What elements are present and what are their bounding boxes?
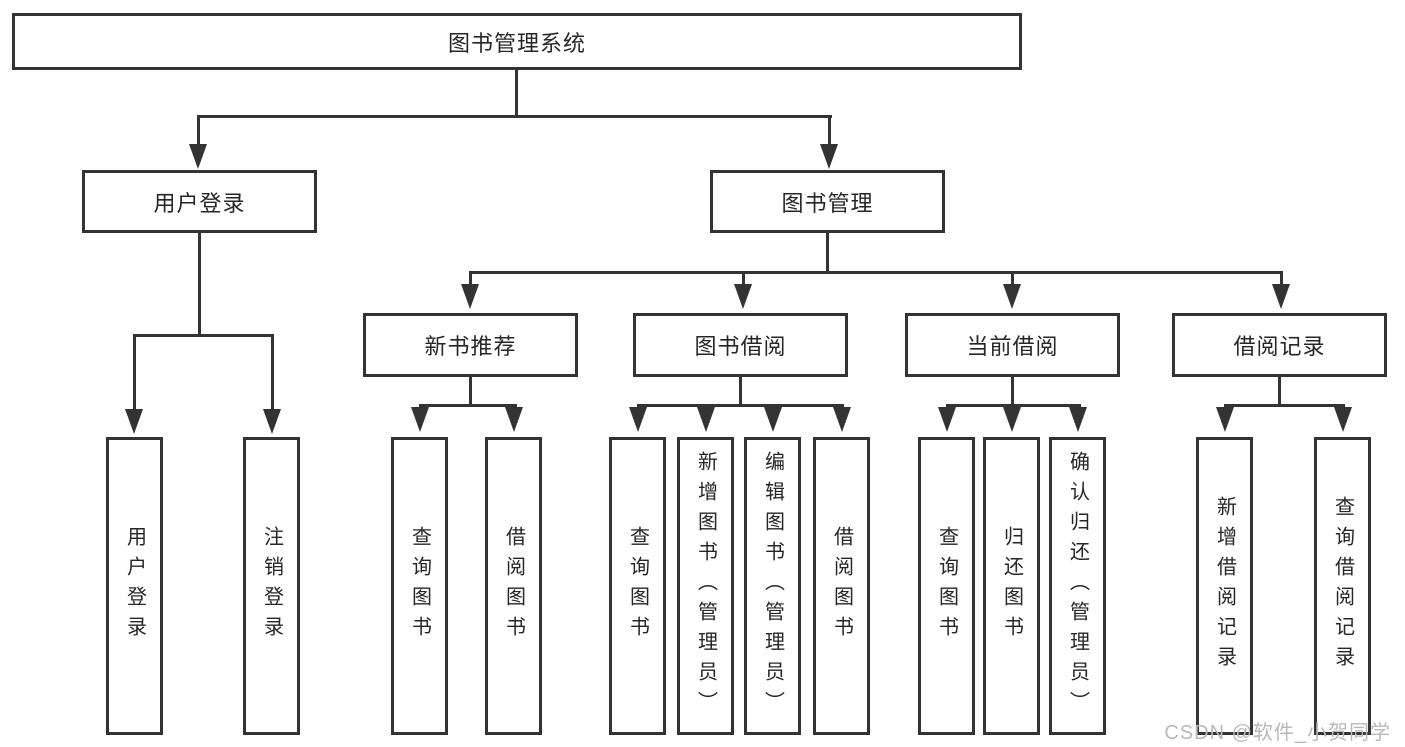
connector-line [1280,271,1283,286]
leaf-query-books-current: 查询图书 [918,437,975,735]
connector-line [828,115,831,147]
node-user-login: 用户登录 [82,170,317,233]
leaf-label: 查询借阅记录 [1331,496,1354,676]
leaf-query-books-recommend: 查询图书 [391,437,448,735]
connector-line [469,377,472,406]
leaf-borrow-books-recommend: 借阅图书 [485,437,542,735]
connector-line [197,115,200,147]
connector-line [197,115,832,118]
node-book-management: 图书管理 [710,170,945,233]
connector-line [826,233,829,274]
arrow-down-icon [461,284,479,309]
connector-line [198,233,201,337]
node-library-management-system: 图书管理系统 [12,13,1022,70]
leaf-add-book-admin: 新增图书（管理员） [677,437,734,735]
arrow-down-icon [1069,407,1087,432]
arrow-down-icon [125,409,143,434]
arrow-down-icon [189,144,207,169]
leaf-label: 确认归还（管理员） [1066,451,1089,721]
node-borrowing-records: 借阅记录 [1172,313,1387,377]
connector-line [133,334,136,410]
arrow-down-icon [629,407,647,432]
connector-line [515,70,518,118]
node-current-borrowing: 当前借阅 [905,313,1120,377]
connector-line [271,334,274,410]
leaf-user-login: 用户登录 [106,437,163,735]
leaf-label: 借阅图书 [502,526,525,646]
connector-line [1011,377,1014,406]
connector-line [1011,271,1014,286]
connector-line [1278,377,1281,406]
leaf-confirm-return-admin: 确认归还（管理员） [1049,437,1106,735]
node-new-book-recommendation: 新书推荐 [363,313,578,377]
arrow-down-icon [833,407,851,432]
leaf-edit-book-admin: 编辑图书（管理员） [744,437,801,735]
leaf-logout: 注销登录 [243,437,300,735]
leaf-label: 借阅图书 [830,526,853,646]
leaf-label: 查询图书 [626,526,649,646]
leaf-query-books-borrow: 查询图书 [609,437,666,735]
connector-line [946,404,1081,407]
leaf-label: 新增借阅记录 [1213,496,1236,676]
leaf-label: 编辑图书（管理员） [761,451,784,721]
leaf-label: 注销登录 [260,526,283,646]
arrow-down-icon [411,407,429,432]
arrow-down-icon [734,284,752,309]
connector-line [739,377,742,406]
leaf-label: 新增图书（管理员） [694,451,717,721]
leaf-label: 查询图书 [408,526,431,646]
connector-line [469,271,1283,274]
arrow-down-icon [1003,407,1021,432]
leaf-borrow-books: 借阅图书 [813,437,870,735]
leaf-return-books: 归还图书 [983,437,1040,735]
arrow-down-icon [938,407,956,432]
arrow-down-icon [1272,284,1290,309]
connector-line [133,334,274,337]
leaf-label: 归还图书 [1000,526,1023,646]
connector-line [419,404,517,407]
arrow-down-icon [263,409,281,434]
connector-line [637,404,844,407]
arrow-down-icon [1003,284,1021,309]
arrow-down-icon [764,407,782,432]
csdn-watermark: CSDN @软件_小贺同学 [1164,722,1391,744]
leaf-add-borrow-record: 新增借阅记录 [1196,437,1253,735]
arrow-down-icon [1216,407,1234,432]
connector-line [742,271,745,286]
connector-line [469,271,472,286]
connector-line [1224,404,1345,407]
arrow-down-icon [820,144,838,169]
arrow-down-icon [1334,407,1352,432]
arrow-down-icon [505,407,523,432]
leaf-label: 用户登录 [123,526,146,646]
node-book-borrowing: 图书借阅 [633,313,848,377]
arrow-down-icon [697,407,715,432]
leaf-label: 查询图书 [935,526,958,646]
leaf-query-borrow-record: 查询借阅记录 [1314,437,1371,735]
